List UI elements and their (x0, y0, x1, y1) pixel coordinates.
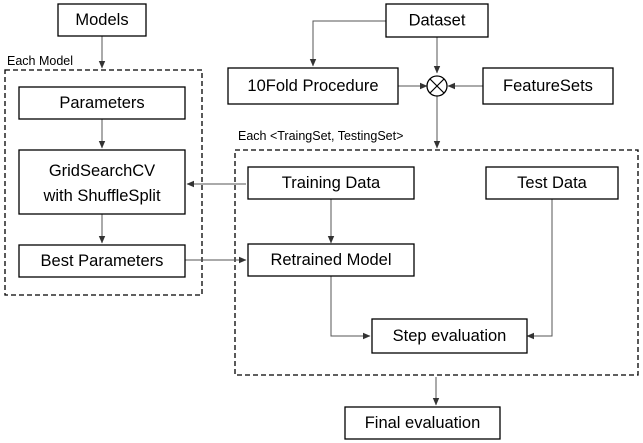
node-tenfold-procedure: 10Fold Procedure (227, 67, 399, 105)
edge-test-to-step (526, 199, 553, 340)
node-gridsearchcv: GridSearchCV with ShuffleSplit (18, 149, 186, 215)
node-test-data: Test Data (485, 166, 619, 200)
each-split-group (234, 149, 639, 376)
node-models-label: Models (75, 11, 128, 29)
node-gridsearchcv-label-line1: GridSearchCV (49, 162, 155, 180)
node-final-evaluation: Final evaluation (344, 406, 501, 440)
node-parameters: Parameters (18, 86, 186, 120)
node-final-evaluation-label: Final evaluation (365, 414, 481, 432)
node-dataset-label: Dataset (409, 12, 466, 30)
edge-dataset-to-tenfold (309, 20, 386, 67)
node-step-evaluation: Step evaluation (371, 318, 528, 354)
node-training-data-label: Training Data (282, 174, 381, 192)
combine-operator-icon (426, 75, 448, 97)
node-test-data-label: Test Data (517, 174, 588, 192)
node-tenfold-procedure-label: 10Fold Procedure (247, 77, 378, 95)
node-featuresets: FeatureSets (482, 67, 614, 105)
node-gridsearchcv-label-line2: with ShuffleSplit (42, 187, 161, 205)
node-best-parameters: Best Parameters (18, 244, 186, 278)
node-retrained-model: Retrained Model (247, 243, 415, 277)
node-featuresets-label: FeatureSets (503, 77, 593, 95)
node-models: Models (57, 3, 147, 37)
each-model-group (4, 69, 203, 296)
node-training-data: Training Data (247, 166, 415, 200)
node-best-parameters-label: Best Parameters (41, 252, 164, 270)
each-model-group-title: Each Model (7, 54, 73, 68)
node-dataset: Dataset (385, 3, 489, 38)
node-step-evaluation-label: Step evaluation (393, 327, 507, 345)
node-retrained-model-label: Retrained Model (270, 251, 391, 269)
each-split-group-title: Each <TraingSet, TestingSet> (238, 129, 403, 143)
edges (98, 20, 553, 406)
edge-retrained-to-step (330, 276, 371, 340)
node-parameters-label: Parameters (59, 94, 144, 112)
